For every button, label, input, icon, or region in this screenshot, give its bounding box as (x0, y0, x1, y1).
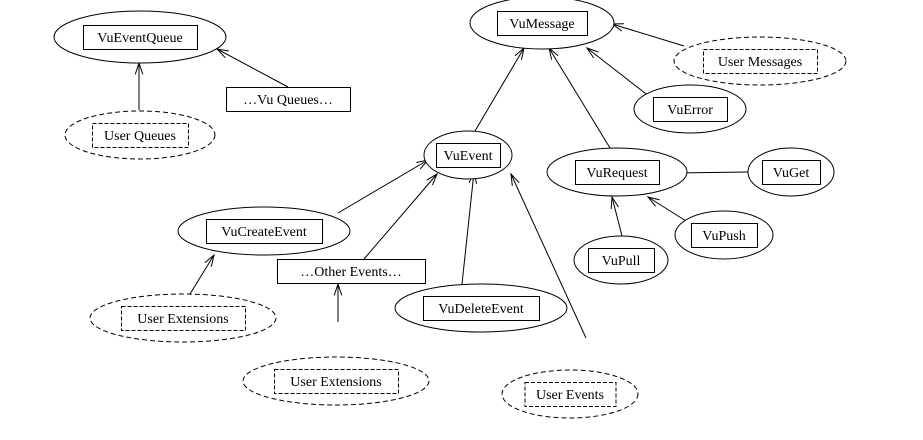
edge-vuevent-to-vumessage (474, 46, 525, 132)
edge-line (611, 196, 623, 237)
node-label: VuPull (602, 254, 641, 269)
node-vumessage[interactable]: VuMessage (469, 0, 615, 50)
node-label-box (653, 97, 728, 122)
node-vuget[interactable]: VuGet (747, 147, 835, 197)
node-label-box (703, 49, 818, 74)
node-otherevents[interactable]: …Other Events… (277, 259, 426, 284)
node-label: User Messages (718, 55, 802, 70)
node-userqueues[interactable]: User Queues (64, 110, 216, 160)
edge-line (548, 47, 611, 149)
node-label-box (436, 143, 501, 168)
edge-line (510, 173, 587, 339)
node-label: User Extensions (290, 375, 381, 390)
node-label: VuEvent (444, 149, 493, 164)
node-vuqueues[interactable]: …Vu Queues… (226, 87, 351, 112)
node-vuerror[interactable]: VuError (633, 84, 747, 134)
node-usermessages[interactable]: User Messages (673, 36, 847, 86)
edge-vupull-to-vurequest (610, 195, 623, 237)
edge-line (647, 196, 687, 222)
arrowhead-icon (585, 47, 599, 59)
edge-line (611, 23, 685, 47)
node-label: …Vu Queues… (243, 93, 333, 108)
node-vueventqueue[interactable]: VuEventQueue (53, 10, 227, 64)
edge-userqueues-to-vueventqueue (134, 61, 144, 110)
node-vucreateevent[interactable]: VuCreateEvent (177, 206, 351, 256)
node-vupull[interactable]: VuPull (573, 235, 669, 285)
arrowhead-icon (548, 46, 559, 60)
node-label: …Other Events… (300, 265, 401, 280)
node-label-box (588, 248, 655, 273)
edge-vuerror-to-vumessage (585, 47, 651, 98)
node-label: User Extensions (137, 312, 228, 327)
edge-line (363, 173, 438, 260)
edge-vurequest-to-vumessage (548, 46, 611, 149)
node-label: VuCreateEvent (221, 225, 307, 240)
node-label-box (274, 369, 399, 394)
arrowhead-icon (646, 196, 660, 207)
node-label-box (121, 306, 246, 331)
edge-line (461, 171, 475, 285)
edge-userevents-to-vuevent (510, 172, 587, 339)
node-label-box (92, 123, 189, 148)
node-userevents[interactable]: User Events (501, 369, 639, 419)
node-label-box (423, 296, 540, 321)
node-vurequest[interactable]: VuRequest (546, 147, 688, 197)
node-label-box (762, 160, 821, 185)
edge-line (216, 48, 289, 88)
arrowhead-icon (215, 48, 229, 59)
node-label-box (524, 382, 617, 407)
arrowhead-icon (510, 172, 520, 186)
node-label-box (691, 223, 758, 248)
node-userextensions1[interactable]: User Extensions (89, 293, 277, 343)
arrowhead-icon (204, 253, 215, 267)
edge-line (337, 159, 429, 214)
node-vudeleteevent[interactable]: VuDeleteEvent (394, 283, 568, 333)
node-label-box (206, 219, 323, 244)
node-vuevent[interactable]: VuEvent (423, 130, 513, 180)
node-vupush[interactable]: VuPush (674, 210, 774, 260)
edge-vudeleteevent-to-vuevent (461, 170, 478, 285)
edge-userextensions2-to-otherevents (333, 282, 343, 322)
node-label: VuRequest (586, 166, 647, 181)
edge-vucreateevent-to-vuevent (337, 159, 430, 214)
node-label: VuEventQueue (97, 31, 182, 46)
edge-vupush-to-vurequest (646, 196, 687, 222)
node-label: VuDeleteEvent (438, 302, 524, 317)
node-label: VuMessage (509, 17, 574, 32)
node-label-box (83, 25, 198, 50)
arrowhead-icon (514, 46, 525, 60)
node-label: VuGet (773, 166, 810, 181)
node-label: User Queues (104, 129, 176, 144)
node-label-box (277, 259, 426, 284)
node-label: VuError (667, 103, 713, 118)
edge-otherevents-to-vuevent (363, 172, 439, 260)
arrowhead-icon (610, 195, 619, 210)
node-label-box (497, 11, 588, 36)
node-label: User Events (536, 388, 604, 403)
edge-line (189, 254, 215, 295)
edge-line (586, 47, 651, 98)
edge-usermessages-to-vumessage (610, 23, 685, 47)
node-label-box (575, 160, 660, 185)
node-label: VuPush (702, 229, 746, 244)
node-label-box (226, 87, 351, 112)
node-userextensions2[interactable]: User Extensions (242, 356, 430, 406)
edge-line (474, 47, 525, 132)
arrowhead-icon (426, 172, 439, 186)
edge-vuqueues-to-vueventqueue (215, 48, 289, 88)
edge-userextensions1-to-vucreateevent (189, 253, 215, 295)
